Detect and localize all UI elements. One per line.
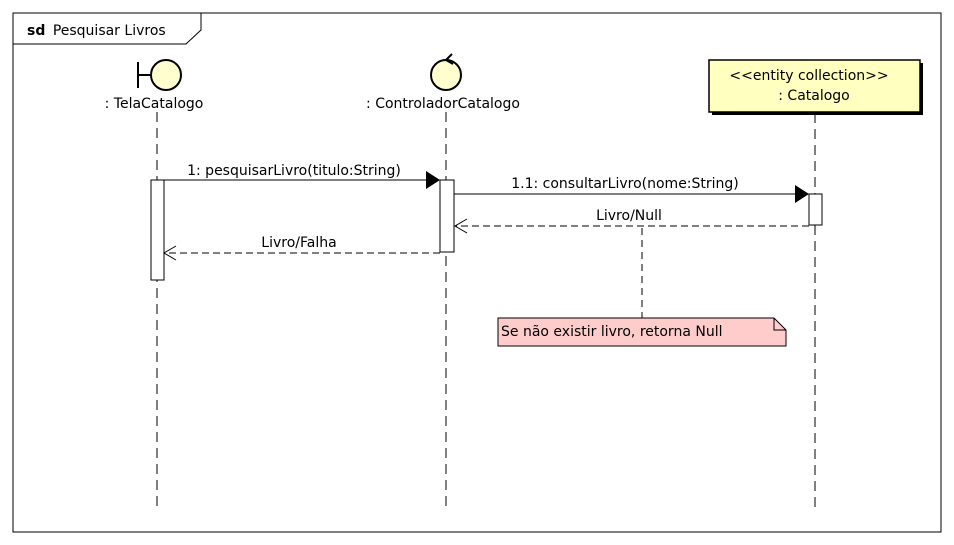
message-1-arrowhead bbox=[426, 171, 440, 189]
entity-box bbox=[708, 59, 921, 113]
lifeline-label-telacatalogo: : TelaCatalogo bbox=[105, 96, 204, 112]
message-1-1-arrowhead bbox=[795, 185, 809, 203]
frame-keyword: sd bbox=[27, 23, 45, 39]
return-livro-null-label: Livro/Null bbox=[596, 208, 662, 224]
message-1-label: 1: pesquisarLivro(titulo:String) bbox=[187, 163, 401, 179]
entity-stereotype: <<entity collection>> bbox=[729, 68, 888, 84]
frame-name: Pesquisar Livros bbox=[53, 23, 166, 39]
entity-label: : Catalogo bbox=[778, 88, 850, 104]
return-livro-falha-label: Livro/Falha bbox=[261, 235, 336, 251]
boundary-icon bbox=[137, 59, 182, 91]
note-fold bbox=[773, 318, 786, 331]
frame-title: sd Pesquisar Livros bbox=[27, 23, 166, 39]
message-1-1-label: 1.1: consultarLivro(nome:String) bbox=[511, 176, 739, 192]
activation-telacatalogo bbox=[150, 179, 165, 281]
frame-tab bbox=[13, 13, 202, 45]
return-livro-null-arrowhead bbox=[454, 218, 468, 234]
note-text: Se não existir livro, retorna Null bbox=[501, 324, 722, 340]
activation-catalogo bbox=[808, 193, 823, 226]
control-icon bbox=[430, 53, 462, 91]
note-box bbox=[497, 317, 787, 347]
return-livro-falha-arrowhead bbox=[163, 245, 177, 261]
frame-border bbox=[12, 12, 942, 533]
lifeline-label-controladorcatalogo: : ControladorCatalogo bbox=[366, 96, 520, 112]
activation-controladorcatalogo bbox=[439, 179, 455, 253]
